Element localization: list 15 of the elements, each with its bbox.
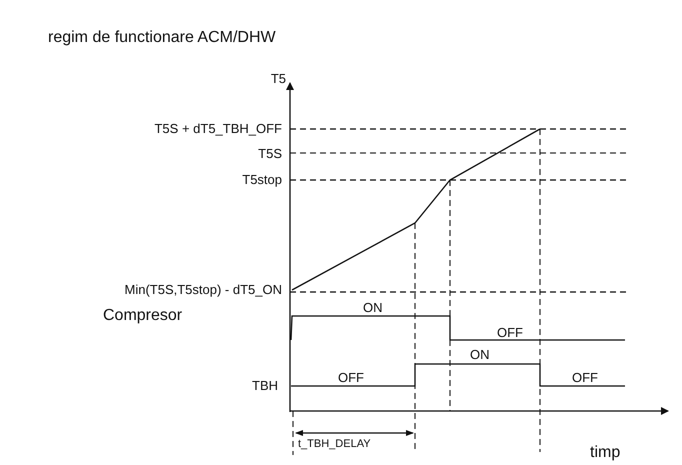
axis-label: T5 [270, 71, 286, 86]
state-label: OFF [338, 370, 364, 385]
axis-label: timp [590, 444, 620, 462]
signal-label: Compresor [103, 307, 182, 325]
level-label: T5S + dT5_TBH_OFF [154, 121, 282, 136]
signal-label: TBH [252, 378, 278, 393]
dimension-label: t_TBH_DELAY [298, 438, 371, 451]
state-label: ON [363, 300, 382, 315]
level-label: Min(T5S,T5stop) - dT5_ON [124, 282, 282, 297]
level-label: T5S [258, 146, 282, 161]
state-label: OFF [497, 325, 523, 340]
level-label: T5stop [242, 172, 282, 187]
state-label: OFF [572, 370, 598, 385]
state-label: ON [470, 347, 490, 362]
title: regim de functionare ACM/DHW [48, 29, 276, 47]
